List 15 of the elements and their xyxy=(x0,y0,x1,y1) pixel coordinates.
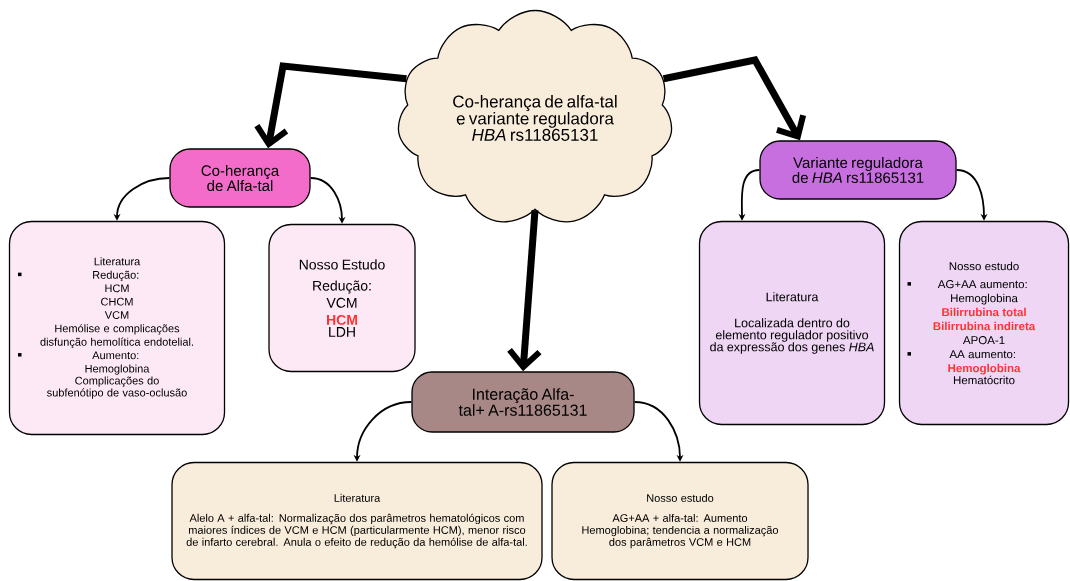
heading-box: Co-herança de Alfa-tal xyxy=(169,148,311,208)
arrow xyxy=(254,62,407,149)
info-box: Literatura Localizada dentro do elemento regulador positivo da expressão dos genes HBA xyxy=(698,220,886,426)
arrow xyxy=(955,169,988,221)
heading-box: Variante reguladora de HBA rs11865131 xyxy=(759,140,957,200)
info-box: Nosso estudo AG+AA + alfa-tal: Aumento Hemoglobina; tendencia a normalização dos parâmetros VCM e HCM xyxy=(551,461,809,581)
info-box: Literatura Redução: HCM CHCM VCM Hemólise e complicações disfunção hemolítica endotelial. Aumento: Hemoglobina Complicações do subfenótipo de vaso-oclusão xyxy=(8,220,226,436)
arrow xyxy=(309,177,346,224)
arrow xyxy=(662,56,807,141)
info-box: Nosso estudo AG+AA aumento: Hemoglobina Bilirrubina total Bilirrubina indireta APOA-1 AA aumento: Hemoglobina Hematócrito xyxy=(898,220,1070,426)
arrow xyxy=(507,209,542,372)
arrow xyxy=(633,401,684,462)
info-box: Literatura Alelo A + alfa-tal: Normalização dos parâmetros hematológicos com maiores índices de VCM e HCM (particularmente HCM), menor risco de infarto cerebral. Anula o efeito de redução da hemólise de alfa-tal. xyxy=(171,461,543,581)
heading-box: Interação Alfa-tal+ A-rs11865131 xyxy=(411,371,635,433)
info-box: Nosso Estudo Redução: VCM HCM LDH xyxy=(268,223,416,373)
